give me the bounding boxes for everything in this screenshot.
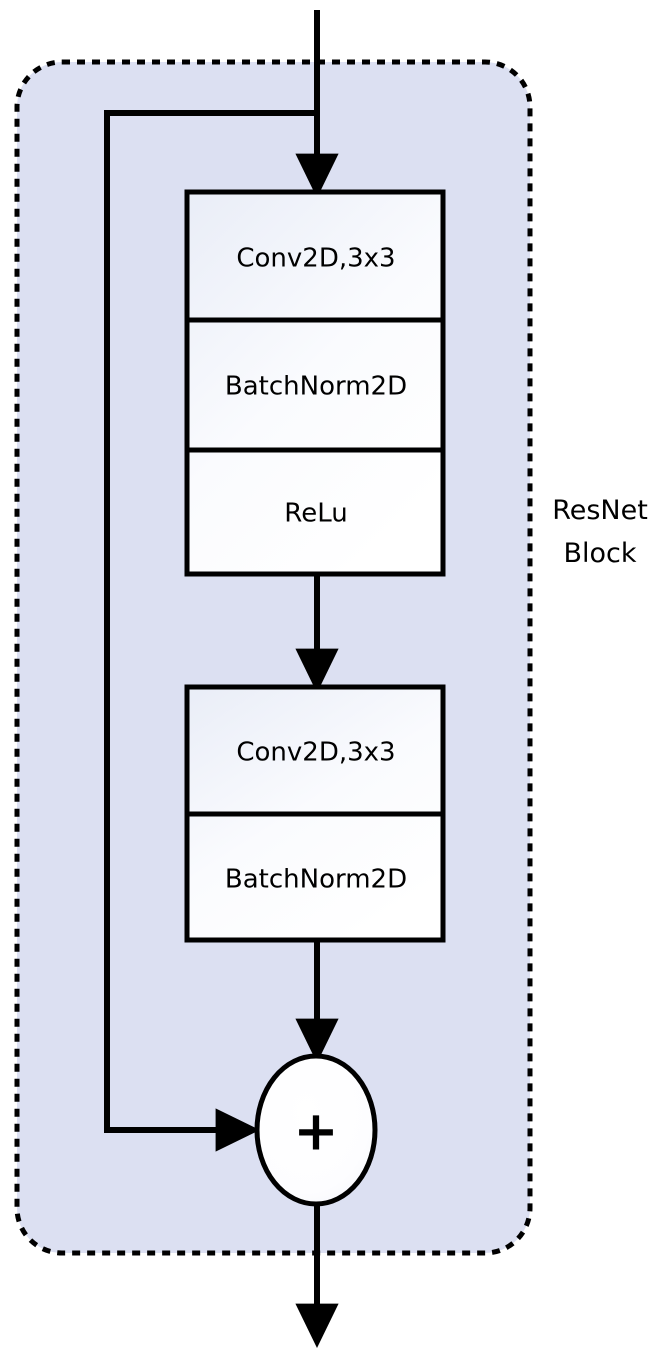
- conv2d-3x3-2-label: Conv2D,3x3: [236, 738, 395, 768]
- resnet-block-caption-line-2: Block: [563, 538, 636, 569]
- batchnorm2d-1-label: BatchNorm2D: [225, 372, 407, 402]
- first-conv-stack: Conv2D,3x3 BatchNorm2D ReLu: [184, 189, 446, 577]
- conv2d-3x3-1-label: Conv2D,3x3: [236, 244, 395, 274]
- second-conv-stack: Conv2D,3x3 BatchNorm2D: [184, 684, 446, 943]
- batchnorm2d-2-label: BatchNorm2D: [225, 865, 407, 895]
- relu-1-label: ReLu: [284, 499, 347, 529]
- first-conv-stack-body: [184, 189, 446, 577]
- plus-icon: +: [293, 1100, 338, 1163]
- skip-connection-path: [104, 110, 317, 1152]
- add-node: +: [254, 1053, 378, 1207]
- resnet-block-caption-line-1: ResNet: [552, 495, 648, 526]
- resnet-block-caption: ResNet Block: [552, 495, 648, 569]
